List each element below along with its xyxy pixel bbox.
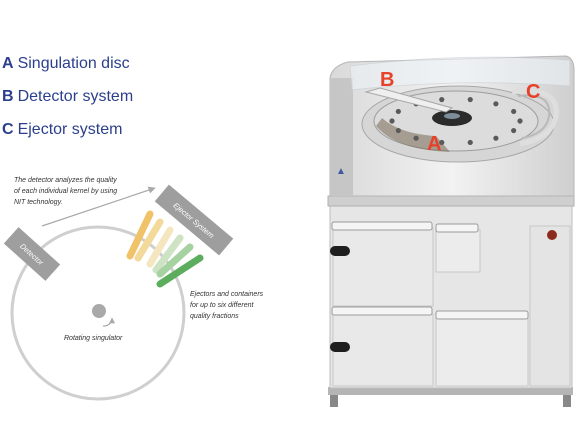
rotating-disc	[10, 225, 186, 401]
side-grip	[330, 342, 350, 352]
quality-fraction-bar	[134, 218, 164, 262]
housing-left-panel	[331, 78, 353, 196]
quality-fraction-bar	[156, 243, 194, 278]
drawer-handle	[331, 306, 433, 316]
drawer-handle	[435, 310, 529, 320]
disc-hole	[439, 96, 445, 103]
disc-hole	[511, 108, 517, 115]
disc-shadow	[376, 118, 450, 152]
side-grip	[330, 246, 350, 256]
disc-label: Rotating singulator	[64, 335, 123, 342]
machine-ledge	[327, 195, 575, 207]
disc-holes	[389, 96, 523, 146]
machine-foot	[563, 393, 571, 407]
disc-hub	[92, 304, 106, 318]
cabinet-panel	[435, 229, 481, 273]
detector-arrow	[41, 186, 156, 227]
quality-fraction-bar	[156, 254, 204, 288]
detector-note: The detector analyzes the quality of eac…	[14, 177, 119, 206]
disc-hole	[413, 135, 419, 141]
drawer-handle	[435, 223, 479, 233]
quality-fraction-bar	[126, 210, 154, 260]
disc-hole	[439, 139, 445, 146]
detector-arm	[364, 87, 454, 113]
machine-button	[547, 230, 557, 240]
detector-note-line-2: of each individual kernel by using	[14, 188, 117, 195]
detector-note-line-1: The detector analyzes the quality	[14, 177, 117, 184]
disc-hole	[467, 139, 473, 146]
disc-hole	[493, 135, 499, 141]
disc-center-highlight	[444, 113, 460, 119]
drawer-handle	[331, 221, 433, 231]
callout-c: C	[526, 81, 540, 103]
cabinet-panel	[332, 227, 434, 307]
detector-box: Detector	[3, 227, 61, 281]
machine-base	[328, 387, 573, 395]
disc-hole	[389, 118, 395, 124]
disc-hole	[517, 118, 523, 124]
glass-hood	[349, 56, 571, 91]
disc-hole	[467, 96, 473, 103]
ejector-note-line-2: for up to six different	[190, 302, 254, 309]
ejector-tubes	[517, 94, 551, 139]
cabinet-panel	[529, 225, 571, 387]
quality-fraction-bar	[146, 226, 174, 268]
callout-b: B	[380, 69, 394, 91]
ejector-note: Ejectors and containers for up to six di…	[190, 291, 265, 320]
brand-logo: ▲	[336, 166, 346, 177]
ejector-box: Ejector System	[154, 184, 234, 256]
detector-note-line-3: NIT technology.	[14, 199, 63, 206]
ejector-tubes	[511, 88, 559, 147]
cabinet-panel	[332, 313, 434, 387]
machine-photo: ▲ A B C	[327, 55, 575, 407]
disc-hole	[395, 127, 401, 134]
ejector-note-line-3: quality fractions	[190, 313, 239, 320]
disc-hole	[395, 108, 401, 115]
rotation-arrow-icon	[102, 317, 116, 327]
schematic-diagram: Rotating singulator Detector Ejector Sys…	[3, 177, 265, 401]
machine-foot	[330, 393, 338, 407]
callout-a: A	[427, 133, 441, 155]
disc-hole	[493, 101, 499, 107]
ejector-note-line-1: Ejectors and containers	[190, 291, 264, 298]
quality-fraction-bars	[126, 210, 204, 288]
disc-hole	[511, 127, 517, 134]
cabinet-panel	[435, 317, 529, 387]
quality-fraction-bar	[152, 234, 184, 274]
